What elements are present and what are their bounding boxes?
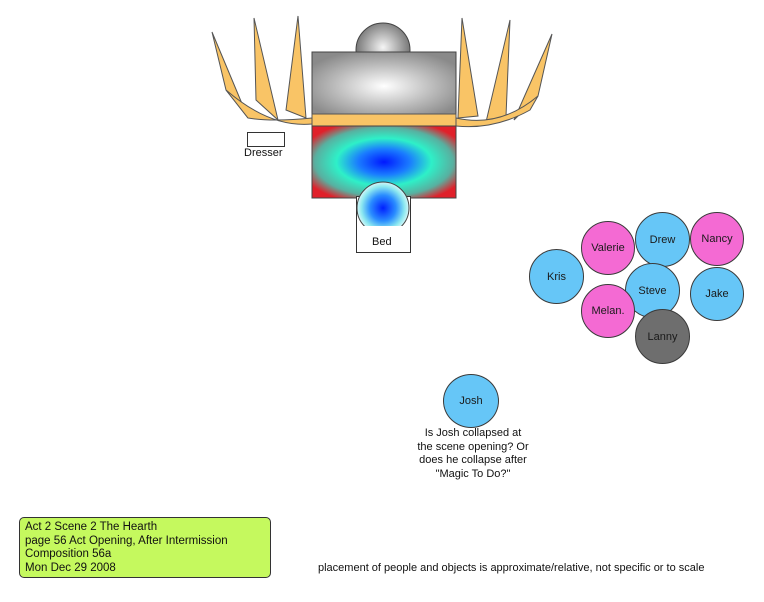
question-line: Is Josh collapsed at <box>424 427 522 439</box>
footnote: placement of people and objects is appro… <box>318 562 705 574</box>
fan-spike <box>285 15 307 119</box>
fan-spike <box>253 17 279 122</box>
dresser-label: Dresser <box>244 147 283 159</box>
actor-nancy: Nancy <box>690 212 744 266</box>
actor-lanny: Lanny <box>635 309 690 364</box>
scene-info-box: Act 2 Scene 2 The Hearth page 56 Act Ope… <box>19 517 271 578</box>
info-scene-title: Act 2 Scene 2 The Hearth <box>25 521 158 533</box>
bed-rail <box>311 113 457 127</box>
actor-valerie: Valerie <box>581 221 635 275</box>
fan-spike <box>457 17 479 119</box>
question-line: does he collapse after <box>419 454 527 466</box>
right-fan <box>455 17 553 128</box>
info-composition: Composition 56a <box>25 548 112 561</box>
actor-kris: Kris <box>529 249 584 304</box>
josh-question-note: Is Josh collapsed at the scene opening? … <box>396 427 550 481</box>
dresser <box>247 132 285 147</box>
fan-base <box>455 95 539 128</box>
info-page: page 56 Act Opening, After Intermission <box>25 534 228 547</box>
actor-josh: Josh <box>443 374 499 428</box>
bed-label: Bed <box>372 236 392 248</box>
question-line: "Magic To Do?" <box>435 467 511 480</box>
fan-spike <box>485 19 511 123</box>
actor-jake: Jake <box>690 267 744 321</box>
actor-drew: Drew <box>635 212 690 267</box>
left-fan <box>211 15 313 125</box>
bed-mattress <box>311 125 457 199</box>
fan-spike <box>513 33 553 121</box>
question-line: the scene opening? Or <box>417 440 529 453</box>
info-date: Mon Dec 29 2008 <box>25 561 116 574</box>
actor-melanie: Melan. <box>581 284 635 338</box>
headboard <box>311 51 457 115</box>
